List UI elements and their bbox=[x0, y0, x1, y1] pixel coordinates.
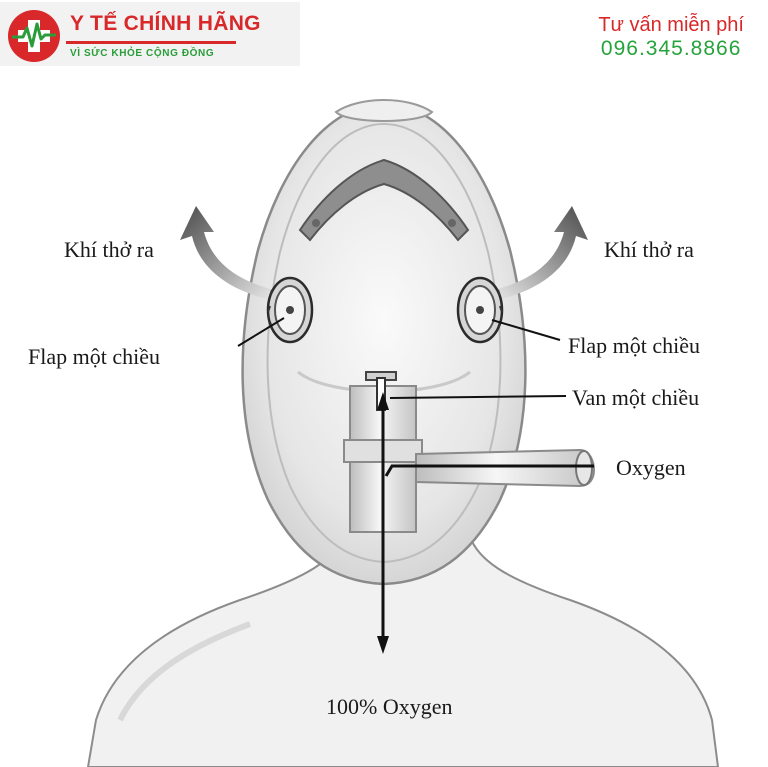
label-valve: Van một chiều bbox=[572, 385, 699, 410]
flap-valve-left bbox=[268, 278, 312, 342]
label-exhale-right: Khí thở ra bbox=[604, 237, 694, 262]
label-flap-right: Flap một chiều bbox=[568, 333, 700, 358]
oxygen-tube bbox=[416, 450, 594, 486]
label-flap-left: Flap một chiều bbox=[28, 344, 160, 369]
label-oxygen: Oxygen bbox=[616, 455, 686, 480]
label-oxygen-bag: 100% Oxygen bbox=[326, 694, 452, 719]
label-exhale-left: Khí thở ra bbox=[64, 237, 154, 262]
flap-valve-right bbox=[458, 278, 502, 342]
